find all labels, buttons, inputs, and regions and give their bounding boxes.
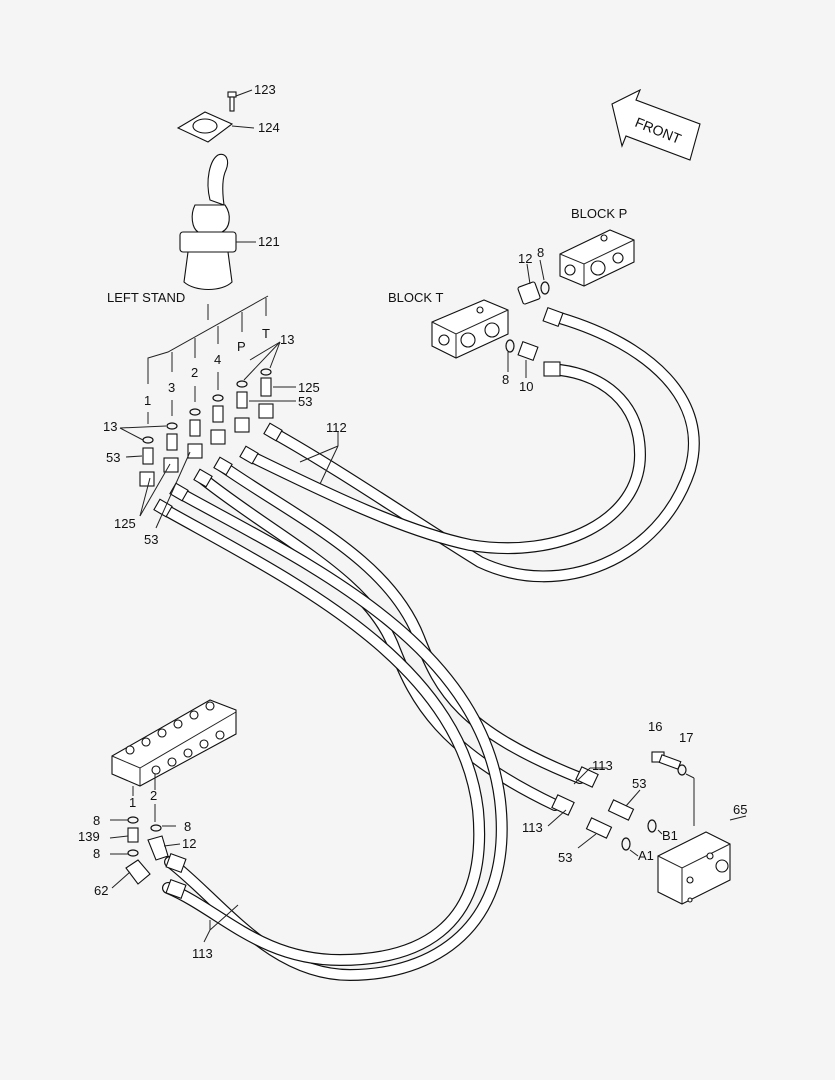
label-17: 17: [679, 730, 693, 745]
block-p: [559, 229, 635, 287]
label-8-block-p: 8: [537, 245, 544, 260]
label-113-right-bottom: 113: [522, 820, 543, 835]
label-12-bottom: 12: [182, 836, 196, 851]
label-block-t: BLOCK T: [388, 290, 443, 305]
label-port-3: 3: [168, 380, 175, 395]
label-53-right-bottom: 53: [558, 850, 572, 865]
label-block-p: BLOCK P: [571, 206, 627, 221]
label-123: 123: [254, 82, 276, 97]
joystick-121: [179, 153, 237, 291]
block-t: [431, 299, 509, 359]
label-53-bottom: 53: [144, 532, 158, 547]
hose-port-4: [216, 460, 586, 784]
label-8-block-t: 8: [502, 372, 509, 387]
label-port-4: 4: [214, 352, 221, 367]
block-p-fittings: [517, 259, 550, 305]
joystick-leaders: [119, 89, 339, 529]
hose-port-1: [156, 502, 486, 967]
label-port-1: 1: [144, 393, 151, 408]
hose-group-113-bottom: [156, 486, 508, 982]
label-113-right-top: 113: [592, 758, 613, 773]
label-125-left: 125: [114, 516, 136, 531]
label-13-left: 13: [103, 419, 117, 434]
label-139: 139: [78, 829, 100, 844]
label-8-b: 8: [184, 819, 191, 834]
left-stand-leader-lines: [147, 295, 269, 424]
label-62: 62: [94, 883, 108, 898]
label-53-right: 53: [298, 394, 312, 409]
label-53-left: 53: [106, 450, 120, 465]
bolt-16-washer-17: [651, 751, 695, 779]
manifold-side-holes: [151, 730, 225, 775]
label-121: 121: [258, 234, 280, 249]
hose-group-112: [242, 312, 700, 583]
label-10: 10: [519, 379, 533, 394]
label-manifold-1: 1: [129, 795, 136, 810]
port-fittings: [139, 368, 274, 487]
label-113-bottom: 113: [192, 946, 213, 961]
label-b1: B1: [662, 828, 678, 843]
label-124: 124: [258, 120, 280, 135]
label-13-top: 13: [280, 332, 294, 347]
hose-end-fittings: [153, 306, 599, 900]
misc-leaders: [109, 767, 606, 943]
label-a1: A1: [638, 848, 654, 863]
label-8-c: 8: [93, 846, 100, 861]
label-port-2: 2: [191, 365, 198, 380]
gasket-124: [176, 111, 234, 143]
labels: 123 124 121 LEFT STAND FRONT BLOCK P BLO…: [78, 82, 747, 961]
block-t-fittings: [505, 339, 539, 378]
label-port-p: P: [237, 339, 246, 354]
bolt-123: [227, 91, 237, 112]
fittings-53-a1-b1: [577, 789, 663, 857]
block-65: [657, 778, 747, 905]
label-manifold-2: 2: [150, 788, 157, 803]
manifold-top-holes: [125, 701, 215, 755]
label-left-stand: LEFT STAND: [107, 290, 185, 305]
label-65: 65: [733, 802, 747, 817]
label-12-block-p: 12: [518, 251, 532, 266]
manifold-block: [111, 699, 237, 787]
label-port-t: T: [262, 326, 270, 341]
label-112: 112: [326, 420, 347, 435]
label-125-right: 125: [298, 380, 320, 395]
hose-to-block-t: [242, 364, 647, 555]
label-8-a: 8: [93, 813, 100, 828]
manifold-fittings: [125, 774, 169, 885]
hose-to-block-p: [266, 312, 700, 583]
front-arrow: [611, 88, 701, 161]
label-53-right-top: 53: [632, 776, 646, 791]
label-16: 16: [648, 719, 662, 734]
